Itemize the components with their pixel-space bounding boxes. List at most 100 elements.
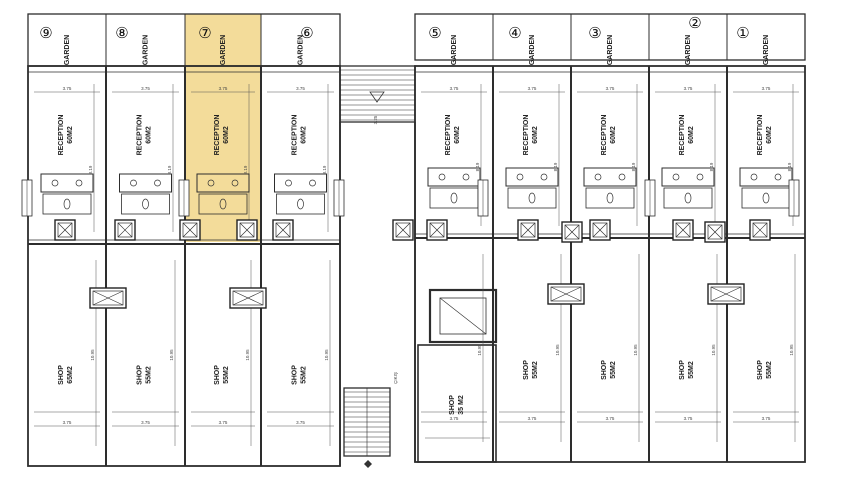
shaft-inner <box>117 222 133 238</box>
shaft-inner <box>564 224 580 240</box>
dimension-label: 3.75 <box>141 86 150 91</box>
reception-area: 60M2 <box>67 126 74 144</box>
dimension-label: 10.95 <box>477 344 482 356</box>
dimension-label: 10.95 <box>555 344 560 356</box>
small-shop-name: SHOP <box>449 395 456 415</box>
shop-name: SHOP <box>214 365 221 385</box>
dimension-label: 8.19 <box>475 162 480 171</box>
highlight-unit-7 <box>185 14 261 242</box>
bathroom-counter <box>196 173 250 193</box>
unit-number-2: ② <box>688 15 701 32</box>
reception-area: 60M2 <box>301 126 308 144</box>
reception-name: RECEPTION <box>679 115 686 156</box>
reception-name: RECEPTION <box>523 115 530 156</box>
sink-icon <box>438 173 446 181</box>
unit-number-1: ① <box>736 25 749 42</box>
dimension-label: 8.19 <box>88 165 93 174</box>
toilet-icon <box>606 192 614 204</box>
shaft-cross <box>57 222 73 238</box>
wc-room <box>663 187 713 209</box>
shaft-inner <box>182 222 198 238</box>
dimension-label: 10.95 <box>324 349 329 361</box>
shaft-cross <box>117 222 133 238</box>
shop-area: 55M2 <box>688 361 695 379</box>
elevator-car <box>439 297 487 335</box>
wc-room <box>507 187 557 209</box>
dimension-label: 8.19 <box>322 165 327 174</box>
reception-name: RECEPTION <box>137 115 144 156</box>
shaft-cross <box>429 222 445 238</box>
shop-area: 55M2 <box>301 366 308 384</box>
shop-name: SHOP <box>292 365 299 385</box>
fixtures-layer <box>21 69 800 468</box>
reception-area: 60M2 <box>610 126 617 144</box>
dimension-label: 8.19 <box>167 165 172 174</box>
toilet-icon <box>528 192 536 204</box>
shaft-inner <box>752 222 768 238</box>
shop-area: 55M2 <box>532 361 539 379</box>
bathroom-counter <box>661 167 715 187</box>
exit-annotation: ÇIKIŞ <box>393 372 398 384</box>
toilet-icon <box>684 192 692 204</box>
dimension-label: 3.75 <box>450 86 459 91</box>
elevator-cross <box>439 297 487 335</box>
reception-area: 60M2 <box>454 126 461 144</box>
unit-number-6: ⑥ <box>300 25 313 42</box>
sink-icon <box>750 173 758 181</box>
shaft-inner <box>429 222 445 238</box>
shaft-cross <box>520 222 536 238</box>
sink-icon <box>207 179 215 187</box>
dimension-label: 3.75 <box>219 86 228 91</box>
stair-top <box>339 65 416 123</box>
sink-icon <box>75 179 83 187</box>
sink-icon <box>594 173 602 181</box>
shaft-inner <box>710 286 742 302</box>
shop-name: SHOP <box>523 360 530 380</box>
shaft-inner <box>550 286 582 302</box>
dimension-label: 8.19 <box>631 162 636 171</box>
shaft-inner <box>707 224 723 240</box>
dimension-label: 3.75 <box>450 416 459 421</box>
garden-label: GARDEN <box>607 35 614 65</box>
shop-area: 55M2 <box>146 366 153 384</box>
unit-number-5: ⑤ <box>428 25 441 42</box>
sink-icon <box>696 173 704 181</box>
bathroom-counter <box>427 167 481 187</box>
sink-icon <box>285 179 292 187</box>
unit-number-8: ⑧ <box>115 25 128 42</box>
shaft-cross <box>675 222 691 238</box>
shaft-cross <box>752 222 768 238</box>
bathroom-counter <box>274 173 327 193</box>
unit-number-7: ⑦ <box>198 25 211 42</box>
dimension-label: 8.19 <box>243 165 248 174</box>
shop-area: 55M2 <box>610 361 617 379</box>
garden-label: GARDEN <box>64 35 71 65</box>
reception-name: RECEPTION <box>757 115 764 156</box>
toilet-icon <box>762 192 770 204</box>
sink-icon <box>774 173 782 181</box>
garden-label: GARDEN <box>298 35 305 65</box>
dimension-label: 3.75 <box>762 416 771 421</box>
dimension-label: 3.75 <box>684 86 693 91</box>
shaft-inner <box>395 222 411 238</box>
dimension-label: 3.75 <box>528 416 537 421</box>
wc-room <box>198 193 248 215</box>
dimension-label: 3.75 <box>762 86 771 91</box>
shaft-cross <box>275 222 291 238</box>
shop-name: SHOP <box>757 360 764 380</box>
